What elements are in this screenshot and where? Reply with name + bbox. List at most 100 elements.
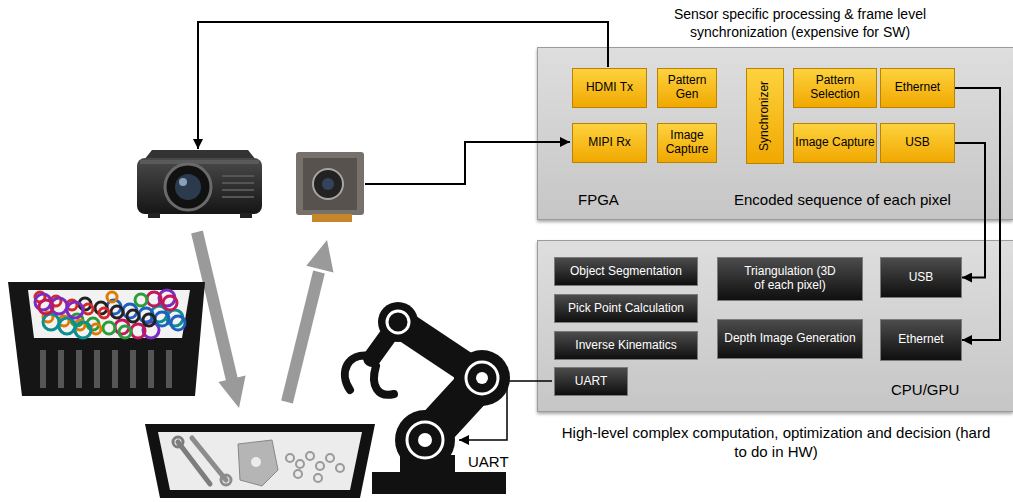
fpga-block: Pattern Gen [657, 68, 717, 108]
parts-crate [91, 324, 101, 334]
box-label: USB [905, 136, 930, 150]
parts-crate [143, 314, 155, 326]
box-label: Depth Image Generation [724, 332, 855, 346]
box-label: MIPI Rx [588, 136, 631, 150]
projector-icon [137, 150, 262, 218]
fpga-block: MIPI Rx [572, 123, 647, 163]
pick-tray [178, 442, 210, 484]
projector-icon [175, 174, 201, 200]
pick-tray [316, 462, 324, 470]
box-label: Triangulation (3D of each pixel) [740, 265, 840, 293]
fpga-block: Ethernet [880, 68, 955, 108]
interface-label: UART [466, 453, 511, 470]
robot-arm [374, 366, 394, 395]
robot-arm [345, 355, 370, 390]
pick-tray [336, 464, 344, 472]
robot-arm [387, 311, 409, 333]
panel-caption: High-level complex computation, optimiza… [558, 424, 994, 462]
parts-crate [130, 350, 136, 388]
fpga-block: Image Capture [657, 123, 717, 163]
parts-crate [43, 314, 59, 330]
software-block: Triangulation (3D of each pixel) [717, 257, 863, 301]
box-label: Ethernet [895, 81, 940, 95]
robot-arm [418, 433, 432, 447]
projector-icon [222, 175, 254, 177]
robot-arm [378, 302, 418, 342]
robot-arm [372, 472, 506, 494]
box-label: USB [909, 271, 934, 285]
software-block: UART [554, 367, 628, 396]
parts-crate [40, 350, 46, 388]
software-block: Object Segmentation [554, 257, 698, 286]
camera-module [296, 152, 364, 222]
projector-icon [222, 182, 254, 184]
software-block: Depth Image Generation [717, 319, 863, 359]
parts-crate [127, 310, 139, 322]
box-label: Pick Point Calculation [568, 302, 684, 316]
parts-crate [59, 318, 75, 334]
pick-tray [145, 424, 375, 498]
parts-crate [107, 292, 117, 302]
projector-icon [179, 178, 187, 186]
software-block: USB [880, 257, 962, 298]
parts-crate [83, 304, 93, 314]
panel-note: Encoded sequence of each pixel [734, 191, 951, 210]
parts-crate [8, 282, 205, 396]
box-label: UART [575, 375, 607, 389]
robot-arm [345, 302, 510, 494]
box-label: Synchronizer [758, 81, 772, 151]
panel-heading: Sensor specific processing & frame level… [646, 6, 954, 41]
pick-tray [326, 454, 334, 462]
panel-heading: Sensor specific processing & frame level… [646, 6, 954, 41]
light-path-arrows [218, 376, 245, 409]
pick-tray [306, 452, 314, 460]
pick-tray [251, 457, 261, 467]
projector-icon [137, 158, 262, 214]
parts-crate [75, 322, 91, 338]
robot-arm [407, 422, 443, 458]
fpga-block: Image Capture [793, 123, 877, 163]
pick-tray [296, 460, 304, 468]
panel-title: CPU/GPU [891, 381, 959, 400]
projector-icon [148, 213, 160, 218]
panel-caption: High-level complex computation, optimiza… [558, 424, 994, 462]
light-path-arrows [306, 240, 333, 272]
parts-crate [99, 308, 109, 318]
robot-arm [476, 372, 488, 384]
projector-icon [140, 160, 259, 164]
fpga-block: Pattern Selection [793, 68, 877, 108]
box-label: Object Segmentation [570, 265, 682, 279]
parts-crate [119, 326, 131, 338]
parts-crate [171, 316, 185, 330]
crate-parts [35, 290, 185, 338]
box-label: Pattern Gen [658, 74, 716, 102]
parts-crate [135, 294, 147, 306]
parts-crate [58, 350, 64, 388]
pick-tray [192, 438, 226, 480]
parts-crate [39, 300, 53, 314]
parts-crate [155, 312, 169, 326]
parts-crate [8, 282, 205, 396]
box-label: HDMI Tx [586, 81, 633, 95]
projector-icon [240, 213, 252, 218]
parts-crate [148, 350, 154, 388]
parts-crate [76, 350, 82, 388]
panel-title: CPU/GPU [891, 381, 959, 400]
fpga-block: HDMI Tx [572, 68, 647, 108]
interface-label: UART [466, 453, 511, 471]
parts-crate [94, 350, 100, 388]
pick-tray [173, 437, 183, 447]
pick-tray [238, 440, 278, 486]
parts-crate [111, 306, 123, 318]
software-block: Pick Point Calculation [554, 294, 698, 323]
panel-title: FPGA [578, 191, 619, 210]
light-path-arrows [287, 272, 319, 402]
parts-crate [112, 350, 118, 388]
parts-crate [131, 324, 145, 338]
robot-arm [466, 362, 498, 394]
box-label: Ethernet [898, 333, 943, 347]
software-block: Ethernet [880, 319, 962, 361]
camera-module [322, 178, 334, 190]
camera-module [313, 169, 343, 199]
cpu-panel: CPU/GPUHigh-level complex computation, o… [537, 240, 1013, 412]
